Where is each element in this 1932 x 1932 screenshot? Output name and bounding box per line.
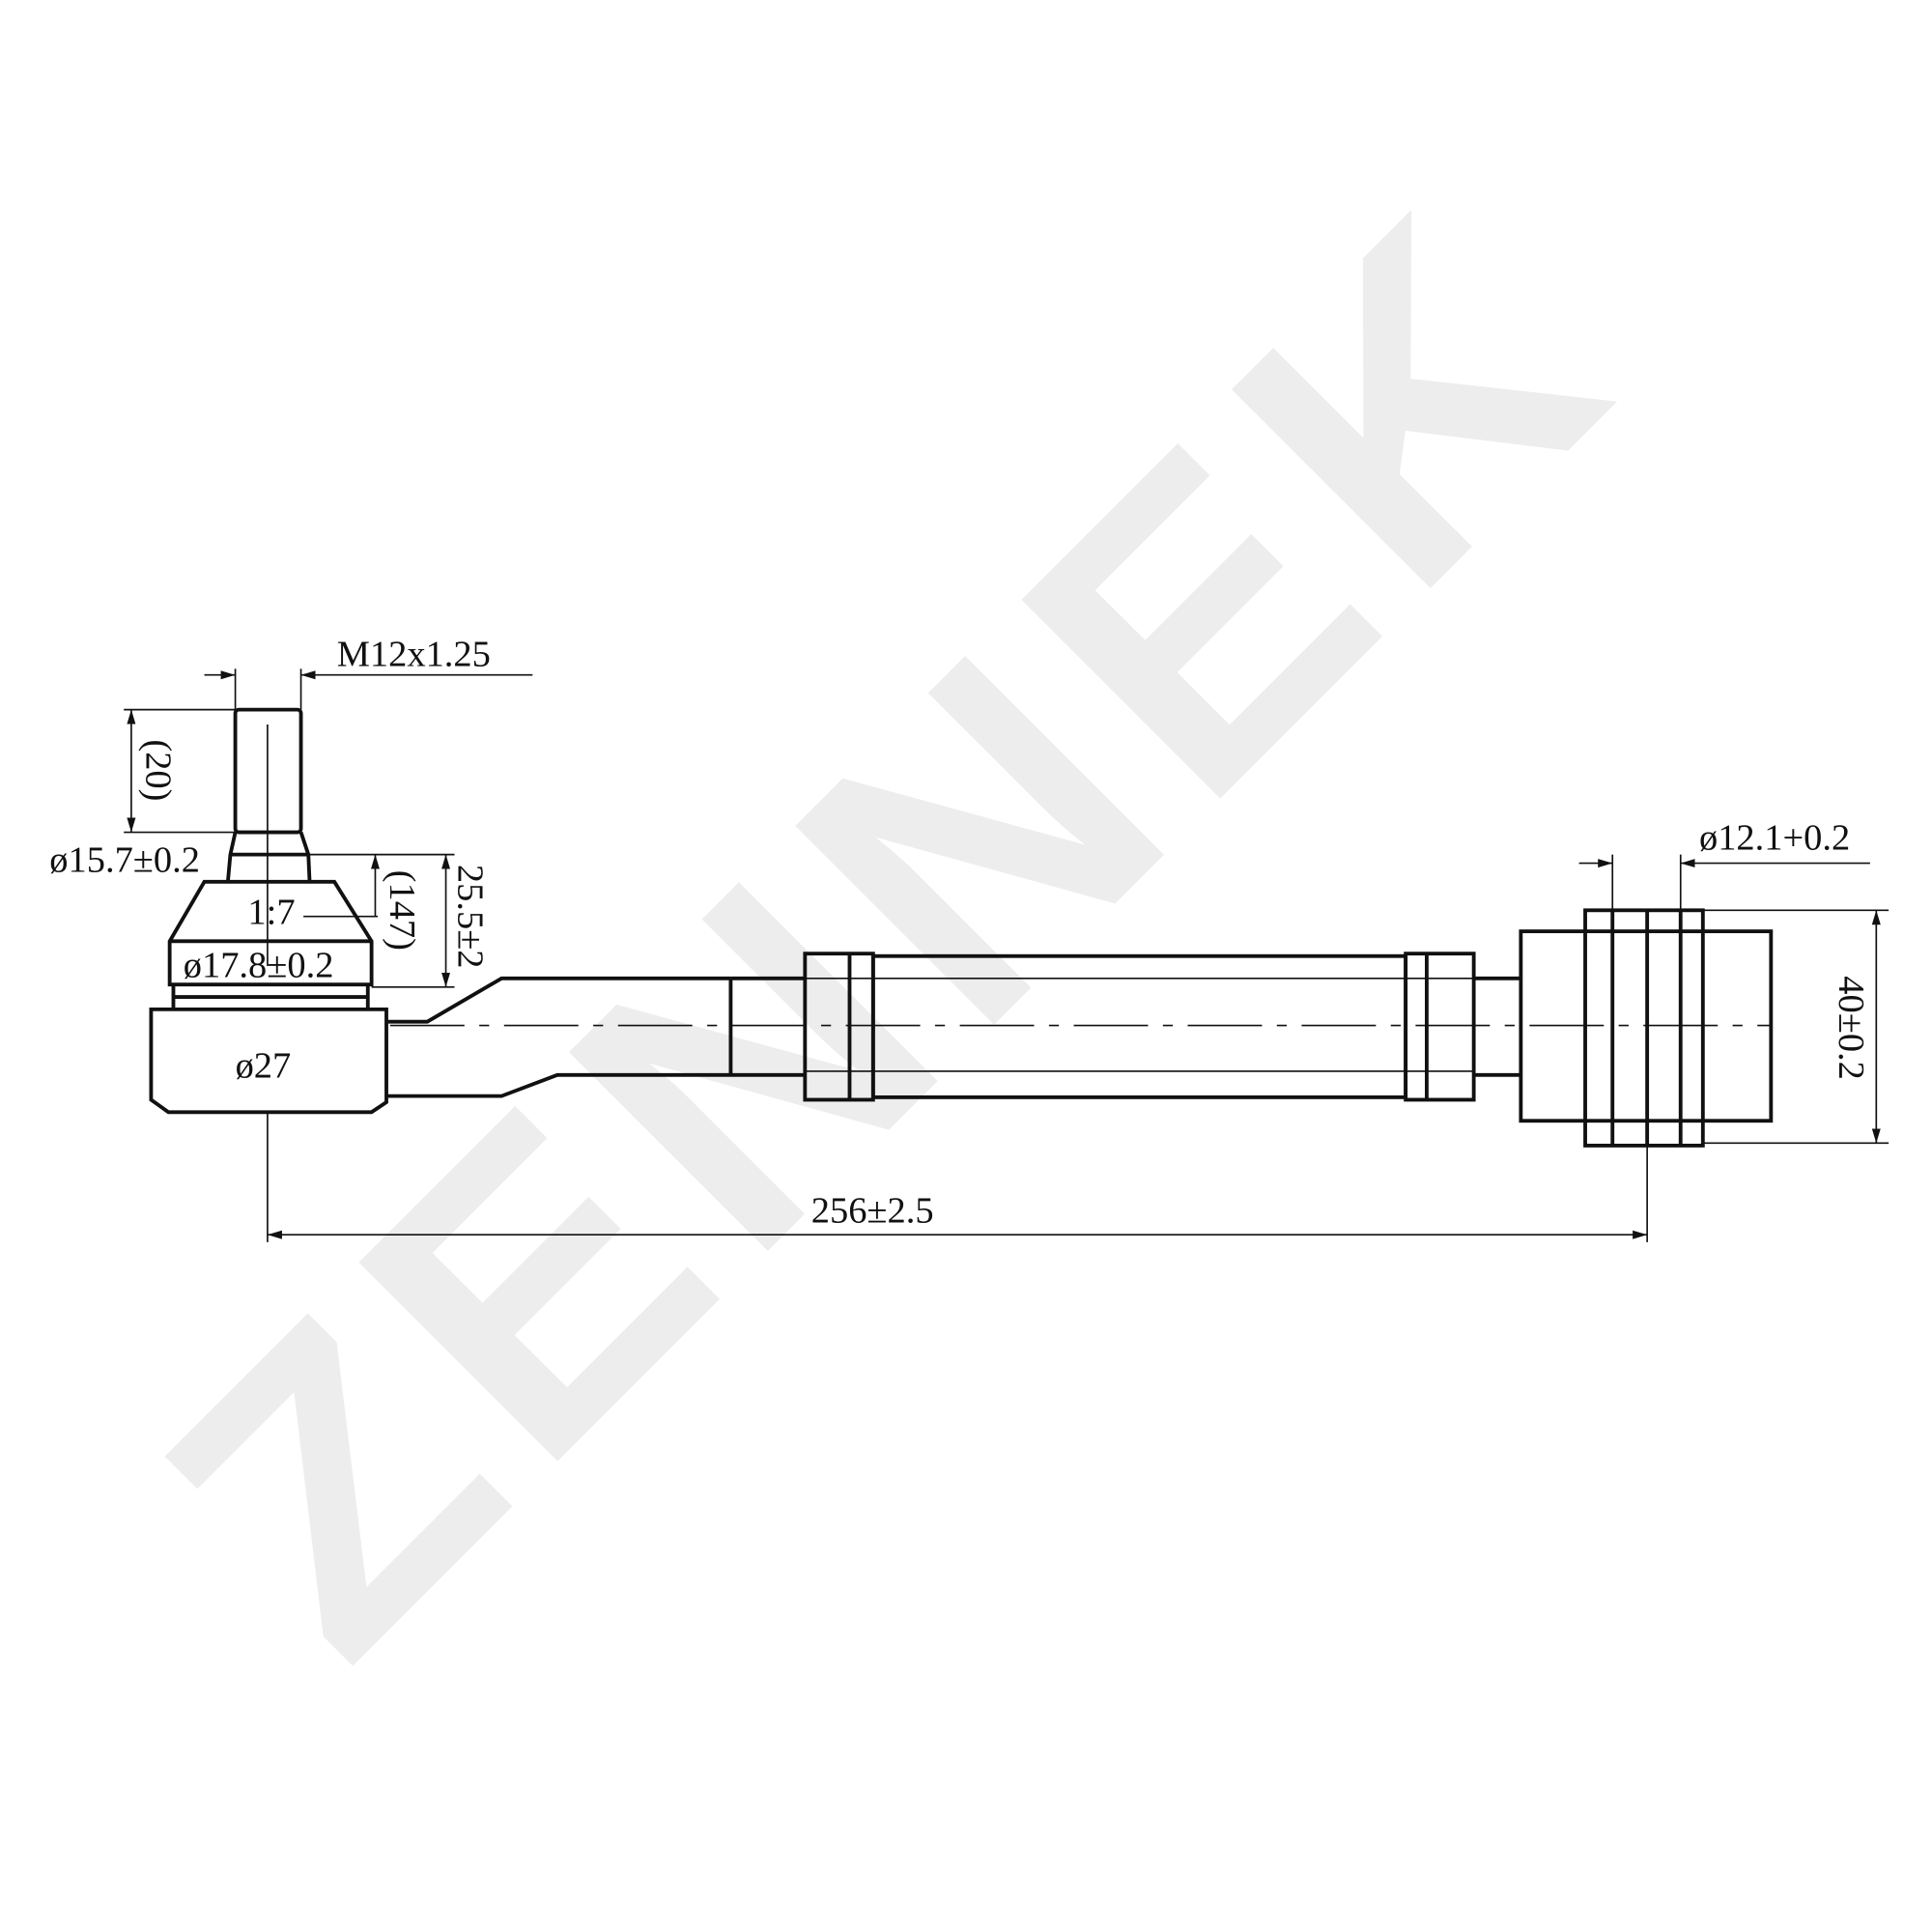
bore-diameter-label: ø12.1+0.2 (1699, 817, 1850, 858)
watermark-logo: ZENNEK (82, 120, 1698, 1736)
housing-diameter-label: ø27 (236, 1045, 292, 1086)
taper-label: 1:7 (247, 892, 295, 932)
ball-joint-end (149, 707, 388, 1115)
taper-length-label: (147) (382, 870, 422, 951)
overall-length-label: 256±2.5 (811, 1190, 934, 1231)
clamp-end (1519, 908, 1774, 1148)
neck-diameter-label: ø15.7±0.2 (49, 840, 200, 881)
dimension-lines (124, 668, 1889, 1242)
clamp-width-label: 40±0.2 (1831, 976, 1871, 1080)
height-label: 25.5±2 (449, 865, 490, 969)
adjusting-tube (803, 952, 1521, 1102)
cone-diameter-label: ø17.8±0.2 (184, 946, 334, 986)
stud-length-label: (20) (137, 739, 178, 801)
arm (386, 976, 1772, 1098)
thread-label: M12x1.25 (337, 635, 491, 675)
